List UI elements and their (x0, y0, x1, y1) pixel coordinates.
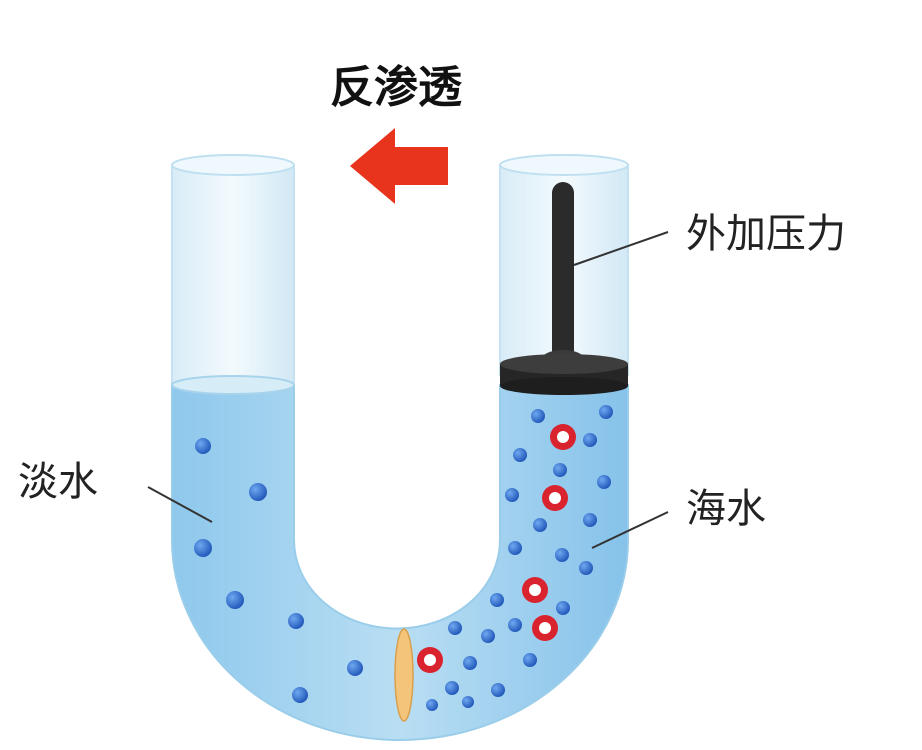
water-molecule (597, 475, 611, 489)
water-molecule (288, 613, 304, 629)
fresh-water-surface (171, 375, 295, 395)
water-molecule (195, 438, 211, 454)
seawater-molecules (426, 405, 613, 711)
salt-ion (542, 485, 568, 511)
fresh-water-label-group: 淡水 (18, 459, 213, 523)
water-molecule (292, 687, 308, 703)
seawater-label: 海水 (686, 486, 766, 532)
water-molecule (490, 593, 504, 607)
water-molecule (249, 483, 267, 501)
water-molecule (347, 660, 363, 676)
water-molecule (513, 448, 527, 462)
fresh-water-leader-line (147, 486, 213, 523)
salt-ions (417, 424, 576, 673)
water-molecule (508, 541, 522, 555)
diagram-title: 反渗透 (330, 62, 463, 113)
salt-ion (417, 647, 443, 673)
water-molecule (505, 488, 519, 502)
arrow-left-icon (350, 128, 448, 204)
seawater-label-group: 海水 (591, 486, 766, 549)
u-tube-water (171, 384, 629, 741)
water-molecule (556, 601, 570, 615)
semipermeable-membrane-icon (394, 628, 414, 722)
water-molecule (555, 548, 569, 562)
water-molecule (599, 405, 613, 419)
piston-icon (500, 182, 628, 395)
water-molecule (448, 621, 462, 635)
water-molecule (463, 656, 477, 670)
water-molecule (583, 433, 597, 447)
water-molecule (445, 681, 459, 695)
salt-ion (532, 615, 558, 641)
water-molecule (533, 518, 547, 532)
left-tube-empty (171, 154, 295, 388)
fresh-water-label: 淡水 (18, 459, 98, 505)
pressure-leader-line (573, 231, 669, 266)
water-molecule (462, 696, 474, 708)
water-molecule (523, 653, 537, 667)
seawater-leader-line (591, 511, 669, 549)
water-molecule (426, 699, 438, 711)
salt-ion (522, 577, 548, 603)
water-molecule (579, 561, 593, 575)
salt-ion (550, 424, 576, 450)
water-molecule (553, 463, 567, 477)
water-molecule (491, 683, 505, 697)
fresh-water-molecules (194, 438, 363, 703)
pressure-label-group: 外加压力 (573, 211, 846, 266)
water-molecule (508, 618, 522, 632)
water-molecule (583, 513, 597, 527)
water-molecule (226, 591, 244, 609)
pressure-label: 外加压力 (686, 211, 846, 257)
water-molecule (531, 409, 545, 423)
water-molecule (481, 629, 495, 643)
water-molecule (194, 539, 212, 557)
